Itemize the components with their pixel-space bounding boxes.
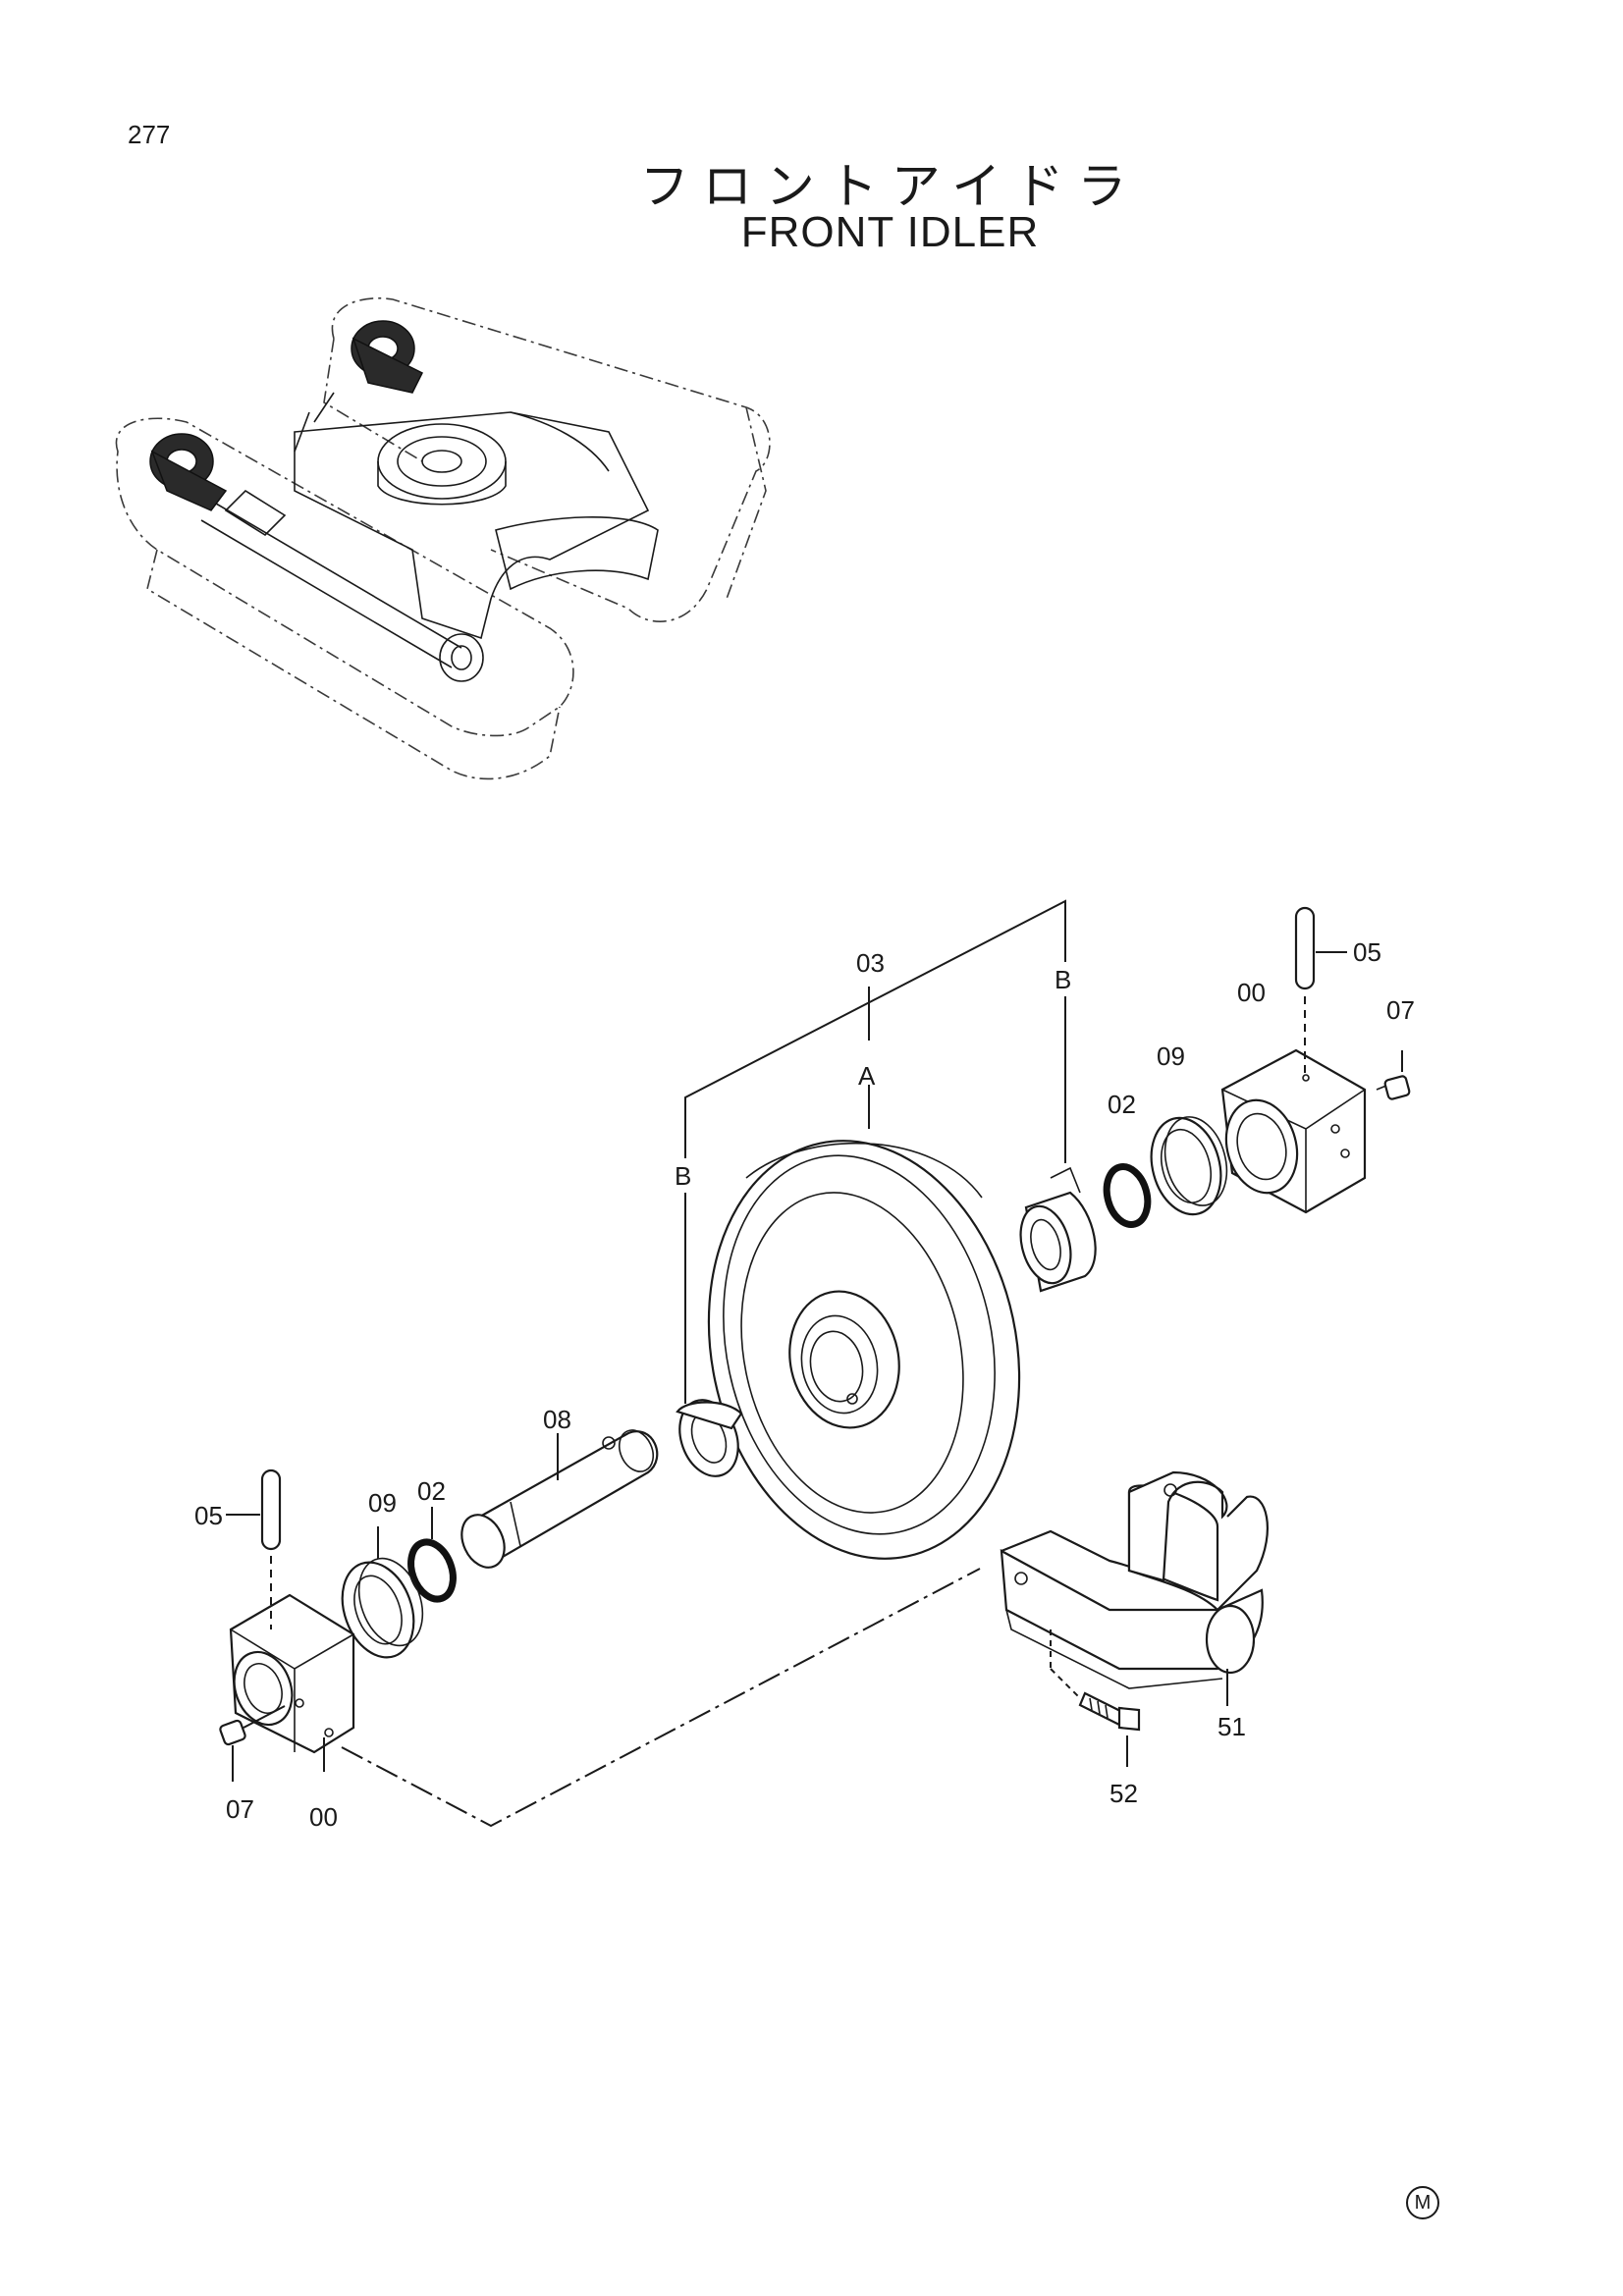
assembly-line bbox=[341, 1568, 981, 1828]
callout-08: 08 bbox=[543, 1405, 571, 1434]
idler-bracket bbox=[1000, 1470, 1269, 1706]
undercarriage-overview bbox=[115, 297, 771, 780]
floating-seal-right bbox=[1150, 1116, 1228, 1216]
title-english: FRONT IDLER bbox=[740, 208, 1040, 256]
bolt bbox=[1050, 1668, 1141, 1767]
callout-07-right: 07 bbox=[1386, 995, 1415, 1025]
callout-02-left: 02 bbox=[417, 1476, 446, 1506]
callout-03: 03 bbox=[856, 948, 885, 978]
callout-b-right: B bbox=[1055, 965, 1071, 994]
o-ring-left bbox=[407, 1538, 457, 1603]
callout-09-right: 09 bbox=[1157, 1041, 1185, 1071]
callout-52: 52 bbox=[1109, 1779, 1138, 1808]
collar-right bbox=[1019, 1166, 1097, 1293]
callout-05-right: 05 bbox=[1353, 937, 1381, 967]
callout-09-left: 09 bbox=[368, 1488, 397, 1518]
callout-00-left: 00 bbox=[309, 1802, 338, 1832]
bearing-block-left bbox=[229, 1593, 355, 1772]
bearing-block-right bbox=[1220, 1048, 1367, 1214]
callout-b-left: B bbox=[675, 1161, 691, 1191]
callout-05-left: 05 bbox=[194, 1501, 223, 1530]
callout-07-left: 07 bbox=[226, 1794, 254, 1824]
floating-seal-left bbox=[341, 1526, 424, 1659]
pin-left bbox=[226, 1468, 282, 1629]
callout-a: A bbox=[858, 1061, 876, 1091]
idler-highlight-rear bbox=[351, 320, 424, 394]
collar-left bbox=[676, 1399, 743, 1477]
o-ring-right bbox=[1103, 1163, 1152, 1228]
plug-right bbox=[1376, 1050, 1411, 1100]
title-japanese: フロントアイドラ bbox=[639, 158, 1141, 215]
trademark-m-icon: M bbox=[1406, 2186, 1439, 2219]
pin-right bbox=[1294, 906, 1347, 1078]
callout-51: 51 bbox=[1217, 1712, 1246, 1741]
idler-wheel bbox=[707, 1140, 1021, 1560]
idler-highlight-front bbox=[149, 433, 228, 511]
plug-left bbox=[219, 1705, 286, 1782]
page-number: 277 bbox=[128, 120, 171, 149]
callout-00-right: 00 bbox=[1237, 978, 1266, 1007]
bracket-b bbox=[684, 899, 1066, 1104]
idler-shaft bbox=[460, 1429, 659, 1569]
callout-02-right: 02 bbox=[1108, 1090, 1136, 1119]
